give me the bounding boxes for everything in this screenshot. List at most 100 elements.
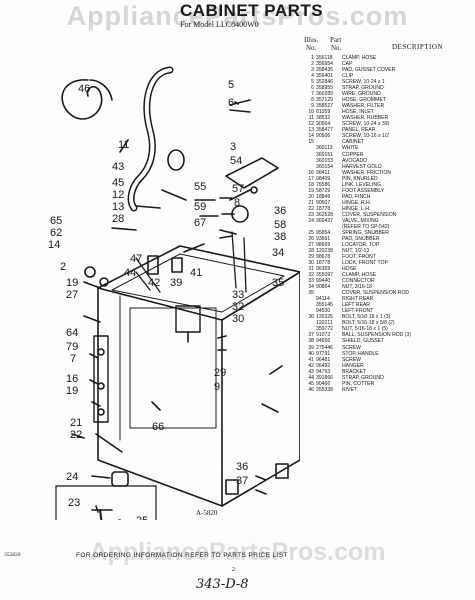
callout-44: 44 [124, 267, 136, 279]
parts-row: 19 58729 FOOT ASSEMBLY [302, 188, 474, 194]
part-description: BRACKET [342, 368, 367, 375]
gusset-cover [225, 157, 279, 189]
callout-65: 65 [50, 215, 62, 227]
callout-62: 62 [50, 227, 62, 239]
part-description: PIN, COTTER [342, 380, 375, 387]
illus-number: 21 [308, 199, 314, 206]
callout-47: 47 [130, 253, 142, 265]
parts-row: 38 94656 SHIELD, GUSSET [302, 338, 474, 344]
part-number: 362528 [316, 211, 333, 218]
parts-row: 14 90506 SCREW, 10-16 x 1/2 [302, 133, 474, 139]
part-description: AVOCADO [342, 157, 368, 164]
callout-3: 3 [230, 141, 236, 153]
illus-number: 20 [308, 193, 314, 200]
callout-30: 30 [232, 313, 244, 325]
parts-row: 45 90466 PIN, COTTER [302, 381, 474, 387]
part-description: HANGER [342, 362, 364, 369]
part-description: HOSE, GROMMET [342, 97, 386, 104]
illus-number: 45 [308, 380, 314, 387]
callout-19: 19 [66, 277, 78, 289]
callout-8: 8 [234, 197, 240, 209]
part-number: 391866 [316, 374, 333, 381]
parts-row: 28 120238 NUT, 1/2-13 [302, 248, 474, 254]
parts-row: 11 38532 WASHER, RUBBER [302, 115, 474, 121]
illus-number: 34 [308, 284, 314, 291]
illus-number: 7 [311, 91, 314, 98]
parts-row: 22 18778 HINGE, L.H. [302, 206, 474, 212]
part-number: 58729 [316, 187, 331, 194]
part-description: LOCATOR, TOP [342, 241, 380, 248]
parts-row: 32 355097 CLAMP, HOSE [302, 272, 474, 278]
parts-row: 94530 LEFT FRONT [302, 308, 474, 314]
parts-row: 20 18849 PAD, FINCH [302, 194, 474, 200]
part-number: 360113 [316, 145, 333, 152]
callout-16: 16 [66, 373, 78, 385]
part-description: FOOT, FRONT [342, 254, 376, 261]
illus-number: 35 [308, 290, 314, 297]
parts-row: 10 81359 HOSE, INLET [302, 109, 474, 115]
part-number: 96492 [316, 362, 331, 369]
part-description: WIRE, GROUND [342, 91, 381, 98]
part-description: LEFT FRONT [342, 308, 374, 315]
part-number: 94530 [316, 308, 331, 315]
part-number: 38532 [316, 115, 331, 122]
mixing-valve [175, 305, 201, 333]
callout-33: 33 [232, 289, 244, 301]
part-number: 358955 [316, 85, 333, 92]
illus-number: 5 [311, 79, 314, 86]
part-description: WASHER, FILTER [342, 103, 385, 110]
part-number: 275446 [316, 344, 333, 351]
illus-number: 11 [308, 115, 314, 122]
part-number: 360427 [316, 217, 333, 224]
watermark-top: AppliancePartsPros.com [66, 1, 409, 31]
part-number: 94114 [316, 296, 330, 303]
callout-43: 43 [112, 161, 124, 173]
part-description: STOP, HANDLE [342, 350, 379, 357]
parts-row: 120211 BOLT, 5/16-18 x 5/8 (2) [302, 320, 474, 326]
part-number: 90466 [316, 380, 331, 387]
part-description: LEFT REAR [342, 302, 370, 309]
parts-row: 33 99440 CONNECTOR [302, 278, 474, 284]
part-description: LOCK, FRONT TOP [342, 260, 388, 267]
parts-row: 6 358955 STRAP, GROUND [302, 85, 474, 91]
part-number: 98669 [316, 241, 331, 248]
part-description: NUT, 3/16-18 [342, 284, 373, 291]
illus-number: 39 [308, 344, 314, 351]
parts-row: 13 358477 PANEL, REAR [302, 127, 474, 133]
callout-6: 6 [228, 97, 234, 109]
part-number: 356401 [316, 73, 333, 80]
parts-row: 26 93661 PAD, SNUBBER [302, 236, 474, 242]
cabinet-exploded-diagram: 5 6 46 11 3 54 43 45 12 13 28 55 59 67 3… [48, 66, 300, 520]
parts-row: 21 90507 HINGE, R.H. [302, 200, 474, 206]
part-number: 360151 [316, 151, 333, 158]
callout-13: 13 [112, 201, 124, 213]
illus-number: 3 [311, 67, 314, 74]
page-number: 2 [232, 567, 235, 573]
rear-panel [129, 307, 217, 429]
illus-number: 16 [308, 169, 314, 176]
part-description: WHITE [342, 145, 359, 152]
parts-row: 30 18778 LOCK, FRONT TOP [302, 260, 474, 266]
callout-45: 45 [112, 177, 124, 189]
part-description: CLAMP, HOSE [342, 272, 377, 279]
parts-row: 2 356954 CAP [302, 61, 474, 67]
illus-number: 37 [308, 332, 314, 339]
part-number: 18849 [316, 193, 331, 200]
parts-row: 43 94793 BRACKET [302, 369, 474, 375]
callout-23: 23 [68, 497, 80, 509]
illus-number: 43 [308, 368, 314, 375]
callout-24: 24 [66, 471, 78, 483]
callout-28: 28 [112, 213, 124, 225]
callout-37: 37 [236, 475, 248, 487]
hose-clamp [167, 149, 185, 171]
callout-36: 36 [274, 205, 286, 217]
part-description: SCREW, 10-16 x 1/2 [342, 133, 389, 140]
parts-row: 23 362528 COVER, SUSPENSION [302, 212, 474, 218]
illus-number: 17 [308, 175, 314, 182]
part-description: CLIP [342, 73, 354, 80]
illus-number: 8 [311, 97, 314, 104]
illus-number: 4 [311, 73, 314, 80]
parts-row: 15 CABINET [302, 139, 474, 145]
cabinet-body [97, 287, 223, 507]
